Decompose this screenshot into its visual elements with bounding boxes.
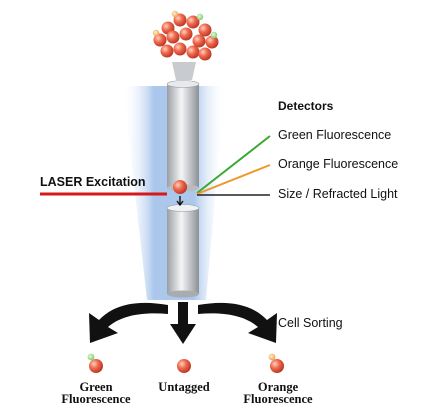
size-refracted-light-label: Size / Refracted Light bbox=[278, 187, 398, 201]
green-detector-line bbox=[196, 135, 271, 194]
output-green-label: Green Fluorescence bbox=[46, 380, 146, 406]
output-orange-line2: Fluorescence bbox=[243, 392, 313, 406]
output-untagged-cell bbox=[177, 359, 191, 373]
detectors-title: Detectors bbox=[278, 99, 334, 113]
flow-column bbox=[166, 80, 200, 298]
cell-sorting-label: Cell Sorting bbox=[278, 316, 343, 330]
output-orange-label: Orange Fluorescence bbox=[228, 380, 328, 406]
nozzle bbox=[172, 62, 196, 80]
output-green-cell bbox=[87, 353, 103, 373]
output-orange-line1: Orange bbox=[257, 380, 299, 394]
interrogated-cell bbox=[173, 180, 187, 194]
sort-center-arrow bbox=[170, 302, 196, 344]
output-green-line1: Green bbox=[79, 380, 113, 394]
sort-right-arrow bbox=[198, 302, 277, 343]
down-arrow-icon bbox=[176, 196, 184, 207]
column-glow bbox=[123, 86, 225, 300]
sorting-arrows bbox=[89, 302, 277, 344]
output-orange-cell bbox=[268, 353, 284, 373]
output-green-line2: Fluorescence bbox=[61, 392, 131, 406]
cell-cluster bbox=[152, 10, 219, 61]
green-fluorescence-label: Green Fluorescence bbox=[278, 128, 392, 142]
output-untagged-label: Untagged bbox=[158, 380, 210, 394]
orange-fluorescence-label: Orange Fluorescence bbox=[278, 157, 399, 171]
laser-excitation-label: LASER Excitation bbox=[40, 175, 146, 189]
orange-detector-line bbox=[196, 164, 271, 195]
sort-left-arrow bbox=[89, 302, 168, 343]
